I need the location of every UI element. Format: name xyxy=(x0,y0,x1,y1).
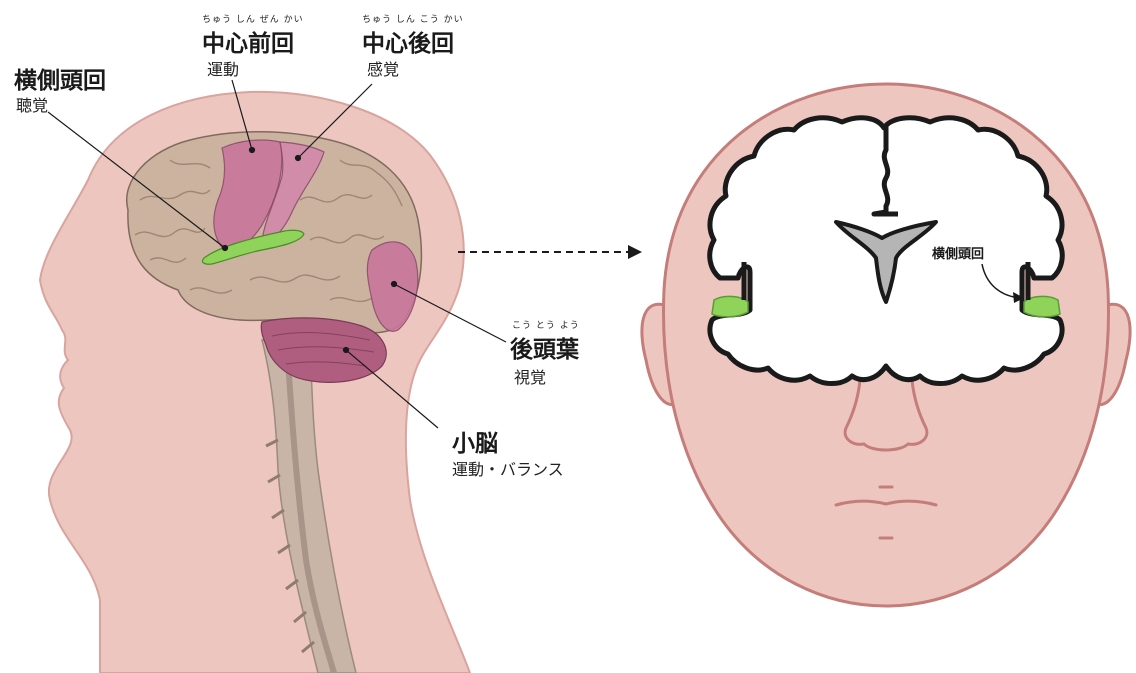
transverse-function: 聴覚 xyxy=(16,92,48,116)
transverse-title: 横側頭回 xyxy=(14,61,106,95)
front-transverse-label: 横側頭回 xyxy=(932,243,984,262)
occipital-title: 後頭葉 xyxy=(510,330,579,364)
postcentral-title: 中心後回 xyxy=(362,24,454,58)
precentral-title: 中心前回 xyxy=(202,24,294,58)
postcentral-function: 感覚 xyxy=(367,56,399,80)
cerebellum-title: 小脳 xyxy=(452,424,498,458)
precentral-function: 運動 xyxy=(207,56,239,80)
cerebellum-function: 運動・バランス xyxy=(452,456,564,480)
occipital-function: 視覚 xyxy=(514,364,546,388)
arrow-head xyxy=(628,245,642,259)
coronal-section xyxy=(710,118,1063,384)
dashed-arrow xyxy=(458,245,642,259)
